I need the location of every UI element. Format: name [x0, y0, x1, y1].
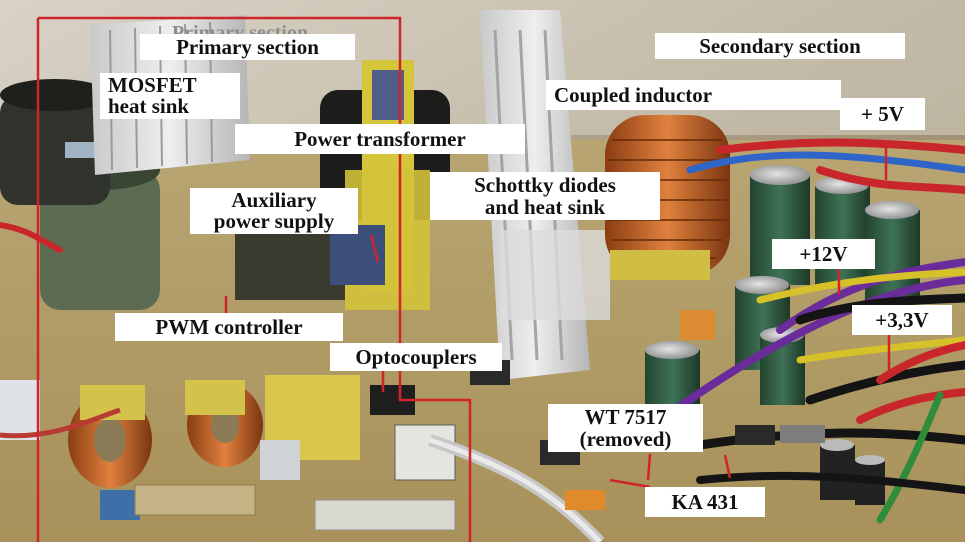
coupled-inductor-label: Coupled inductor [546, 80, 841, 110]
wt7517-label: WT 7517 (removed) [548, 404, 703, 452]
ka431-label: KA 431 [645, 487, 765, 517]
schottky-diodes-label: Schottky diodes and heat sink [430, 172, 660, 220]
auxiliary-power-supply-label: Auxiliary power supply [190, 188, 358, 234]
plus-3-3v-label: +3,3V [852, 305, 952, 335]
pwm-controller-label: PWM controller [115, 313, 343, 341]
mosfet-heat-sink-label: MOSFET heat sink [100, 73, 240, 119]
primary-section-label: Primary section [140, 34, 355, 60]
plus-12v-label: +12V [772, 239, 875, 269]
plus-5v-label: + 5V [840, 98, 925, 130]
secondary-section-label: Secondary section [655, 33, 905, 59]
optocouplers-label: Optocouplers [330, 343, 502, 371]
power-transformer-label: Power transformer [235, 124, 525, 154]
